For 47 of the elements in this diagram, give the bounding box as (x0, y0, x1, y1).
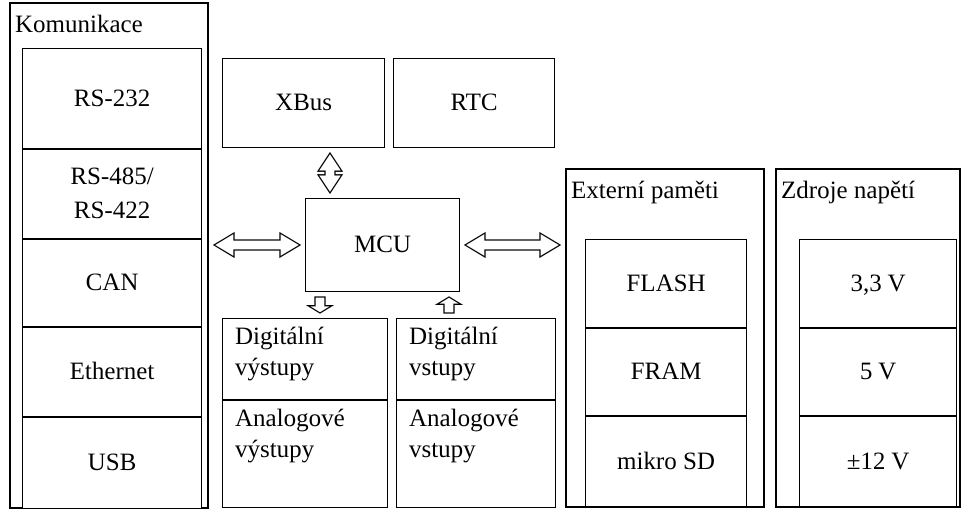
block-box (799, 328, 957, 416)
block-label: mikro SD (617, 446, 715, 476)
block-arrow (434, 296, 464, 314)
block-label: Analogové výstupy (235, 404, 346, 465)
block-box (222, 58, 385, 148)
block-label: XBus (275, 88, 332, 118)
block-label: Digitální vstupy (409, 322, 499, 383)
block-label: 3,3 V (850, 268, 906, 298)
block-label: CAN (86, 268, 138, 298)
panel-heading: Zdroje napětí (781, 176, 915, 206)
panel-heading: Komunikace (15, 10, 143, 40)
block-label: ±12 V (846, 446, 910, 476)
block-box (222, 318, 388, 400)
block-label: USB (88, 448, 136, 478)
block-box (22, 48, 202, 149)
block-box (22, 239, 202, 327)
block-box (585, 239, 747, 328)
block-box (22, 149, 202, 239)
block-label: FRAM (630, 357, 702, 387)
block-box (222, 400, 388, 508)
group-panel (775, 168, 961, 508)
block-arrow (316, 152, 344, 194)
group-panel (565, 168, 765, 508)
block-box (799, 416, 957, 507)
block-label: 5 V (860, 357, 896, 387)
block-label: FLASH (626, 268, 706, 298)
block-label: Analogové vstupy (409, 404, 520, 465)
block-label: MCU (354, 230, 411, 260)
block-label: RTC (450, 88, 498, 118)
block-label: Digitální výstupy (235, 322, 325, 383)
block-box (396, 400, 556, 508)
block-box (799, 239, 957, 328)
block-label: RS-485/ RS-422 (69, 162, 155, 226)
block-label: Ethernet (70, 357, 154, 387)
block-box (22, 417, 202, 509)
panel-heading: Externí paměti (571, 176, 719, 206)
block-box (305, 198, 460, 292)
block-box (585, 416, 747, 507)
group-panel (9, 2, 209, 509)
block-arrow (212, 232, 302, 258)
block-arrow (464, 232, 562, 258)
block-label: RS-232 (74, 84, 150, 114)
block-box (393, 58, 555, 148)
block-box (585, 328, 747, 416)
block-arrow (306, 296, 334, 314)
block-box (396, 318, 556, 400)
block-box (22, 327, 202, 417)
